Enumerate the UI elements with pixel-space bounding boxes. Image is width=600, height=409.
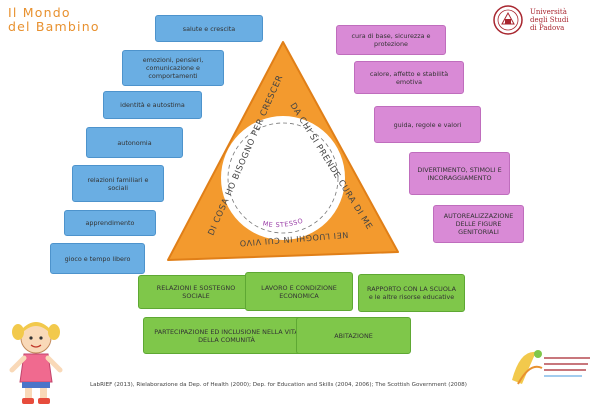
left-box-1: salute e crescita <box>155 15 263 42</box>
center-dashed-circle <box>227 122 339 234</box>
right-box-2: calore, affetto e stabilità emotiva <box>354 61 464 94</box>
footer-citation: LabRIEF (2013), Rielaborazione da Dep. o… <box>90 382 467 388</box>
bottom-box-1: RELAZIONI E SOSTEGNO SOCIALE <box>138 275 254 309</box>
bottom-box-2: LAVORO E CONDIZIONE ECONOMICA <box>245 272 353 311</box>
university-name-2: degli Studi <box>530 16 569 24</box>
left-box-2: emozioni, pensieri, comunicazione e comp… <box>122 50 224 86</box>
left-box-4: autonomia <box>86 127 183 158</box>
child-illustration <box>9 322 63 404</box>
center-circle <box>221 116 345 240</box>
labrief-logo <box>512 350 590 385</box>
right-box-5: AUTOREALIZZAZIONE DELLE FIGURE GENITORIA… <box>433 205 524 243</box>
university-name-1: Università <box>530 8 567 16</box>
university-logo: Università degli Studi di Padova <box>492 4 596 40</box>
university-seal-icon <box>493 5 523 35</box>
left-box-7: gioco e tempo libero <box>50 243 145 274</box>
right-box-4: DIVERTIMENTO, STIMOLI E INCORAGGIAMENTO <box>409 152 510 195</box>
bottom-box-3: RAPPORTO CON LA SCUOLA e le altre risors… <box>358 274 465 312</box>
bottom-box-4: PARTECIPAZIONE ED INCLUSIONE NELLA VITA … <box>143 317 310 354</box>
university-name-3: di Padova <box>530 24 565 32</box>
bottom-box-5: ABITAZIONE <box>296 317 411 354</box>
left-box-5: relazioni familiari e sociali <box>72 165 164 202</box>
right-box-1: cura di base, sicurezza e protezione <box>336 25 446 55</box>
left-box-3: identità e autostima <box>103 91 202 119</box>
diagram-title: Il Mondo del Bambino <box>8 5 100 34</box>
right-box-3: guida, regole e valori <box>374 106 481 143</box>
left-box-6: apprendimento <box>64 210 156 236</box>
